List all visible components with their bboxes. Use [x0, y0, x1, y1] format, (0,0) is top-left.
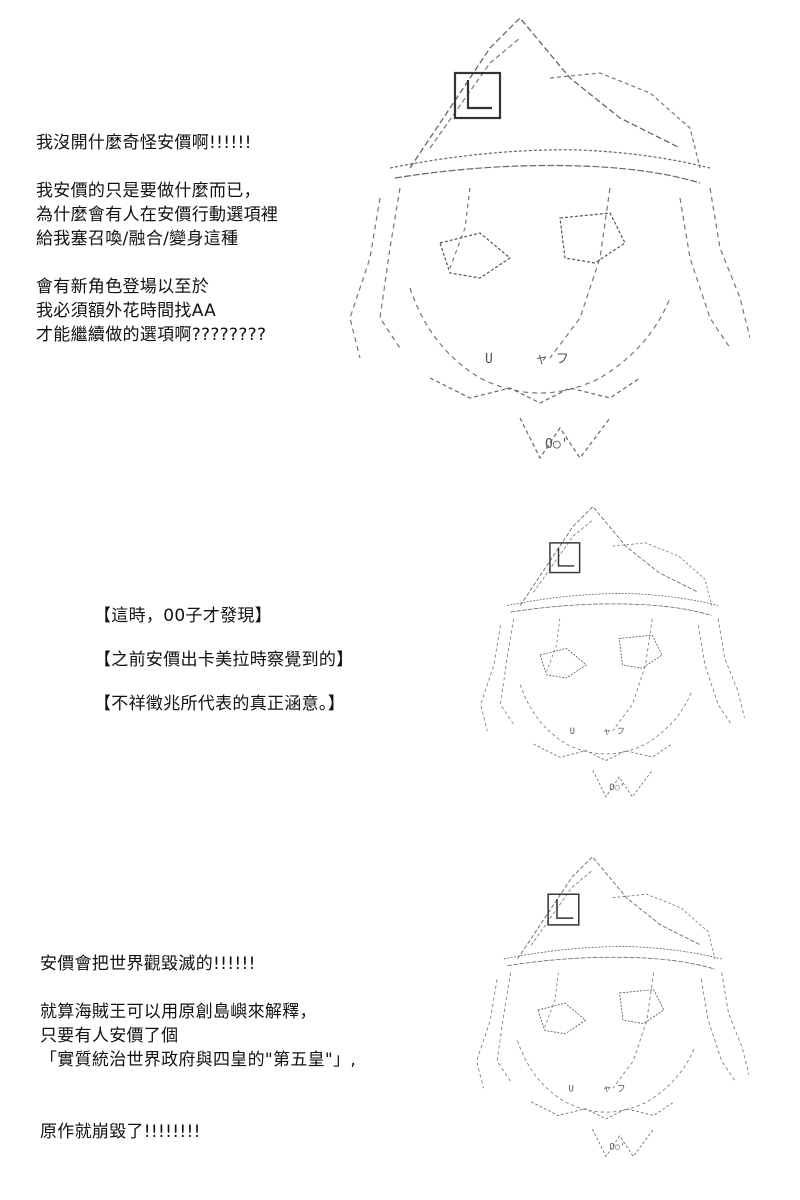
panel-3-line: 「實質統治世界政府與四皇的"第五皇"」,: [40, 1050, 357, 1070]
panel-3-line: 原作就崩毀了!!!!!!!!: [40, 1122, 201, 1142]
panel-1-line: 為什麼會有人在安價行動選項裡: [36, 205, 279, 225]
mouth-right-text: ャ フ: [603, 1085, 626, 1095]
nose-text: O○': [609, 1143, 625, 1153]
panel-2-line: 【這時，00子才發現】: [94, 606, 272, 626]
character-ascii-art-3: U ャ フ O○': [475, 856, 750, 1158]
panel-1-line: 我沒開什麼奇怪安價啊!!!!!!: [36, 133, 252, 153]
mouth-left-text: U: [570, 727, 575, 737]
panel-2-line: 【不祥徵兆所代表的真正涵意。】: [94, 694, 345, 714]
panel-3-line: 只要有人安價了個: [40, 1026, 179, 1046]
mouth-left-text: U: [485, 352, 493, 367]
character-ascii-art-2: U ャ フ O○': [479, 505, 746, 798]
character-ascii-art-1: U ャ フ O○': [348, 16, 750, 460]
mouth-right-text: ャ フ: [535, 352, 569, 367]
panel-3-text: 安價會把世界觀毀滅的!!!!!! 就算海賊王可以用原創島嶼來解釋， 只要有人安價…: [40, 952, 356, 1144]
panel-2-line: 【之前安價出卡美拉時察覺到的】: [94, 650, 354, 670]
nose-text: O○': [609, 783, 624, 793]
panel-3-line: 安價會把世界觀毀滅的!!!!!!: [40, 954, 256, 974]
panel-1-line: 才能繼續做的選項啊????????: [36, 325, 267, 345]
panel-1-text: 我沒開什麼奇怪安價啊!!!!!! 我安價的只是要做什麼而已， 為什麼會有人在安價…: [36, 131, 278, 347]
mouth-left-text: U: [569, 1085, 574, 1095]
panel-3-line: 就算海賊王可以用原創島嶼來解釋，: [40, 1002, 317, 1022]
panel-1-line: 我必須額外花時間找AA: [36, 301, 217, 321]
panel-1-line: 給我塞召喚/融合/變身這種: [36, 229, 239, 249]
nose-text: O○': [545, 437, 568, 452]
panel-2-text: 【這時，00子才發現】 【之前安價出卡美拉時察覺到的】 【不祥徵兆所代表的真正涵…: [94, 603, 354, 717]
mouth-right-text: ャ フ: [603, 727, 625, 737]
panel-1-line: 我安價的只是要做什麼而已，: [36, 181, 261, 201]
panel-1-line: 會有新角色登場以至於: [36, 277, 209, 297]
